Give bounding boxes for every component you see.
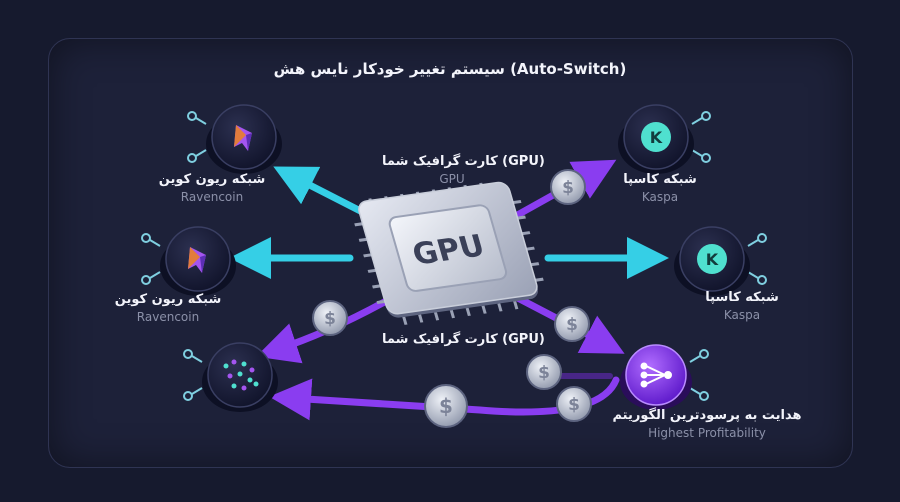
kaspa-top-name-fa: شبکه کاسپا: [623, 172, 697, 187]
ravencoin-top-label: شبکه ریون کوین Ravencoin: [142, 172, 282, 204]
ravencoin-mid-label: شبکه ریون کوین Ravencoin: [98, 292, 238, 324]
svg-text:$: $: [568, 395, 580, 415]
gpu-top-label-en: GPU: [439, 172, 465, 186]
gpu-bottom-label: کارت گرافیک شما (GPU): [382, 332, 545, 347]
ravencoin-icon: [188, 247, 206, 273]
gpu-top-label-fa: کارت گرافیک شما (GPU): [382, 154, 545, 169]
gpu-chip-icon: GPU: [354, 181, 544, 325]
kaspa-mid-label: شبکه کاسپا Kaspa: [682, 290, 802, 322]
profitability-node: [620, 344, 709, 410]
ravencoin-node-top: [187, 104, 282, 174]
svg-text:$: $: [562, 178, 574, 198]
svg-text:$: $: [324, 309, 336, 329]
kaspa-node-mid: K: [674, 226, 767, 296]
algorithm-router-icon: [640, 362, 672, 388]
svg-text:$: $: [439, 394, 453, 418]
kaspa-mid-name-fa: شبکه کاسپا: [705, 290, 779, 305]
profitability-label: هدایت به پرسودترین الگوریتم Highest Prof…: [612, 408, 802, 440]
ravencoin-node-mid: [141, 226, 236, 296]
dollar-coin-icon: $: [554, 306, 590, 342]
nicehash-network-icon: [223, 359, 259, 391]
kaspa-mid-name-en: Kaspa: [723, 308, 761, 322]
kaspa-icon: K: [641, 122, 671, 152]
svg-text:K: K: [650, 128, 663, 147]
dollar-coin-icon: $: [556, 386, 592, 422]
dollar-coin-icon: $: [526, 354, 562, 390]
ravencoin-top-name-en: Ravencoin: [180, 190, 244, 204]
profitability-name-en: Highest Profitability: [648, 426, 766, 440]
kaspa-top-label: شبکه کاسپا Kaspa: [600, 172, 720, 204]
profitability-name-fa: هدایت به پرسودترین الگوریتم: [612, 408, 802, 423]
nicehash-network-node: [183, 342, 278, 412]
ravencoin-mid-name-fa: شبکه ریون کوین: [114, 292, 222, 307]
svg-text:$: $: [566, 315, 578, 335]
dollar-coin-icon: $: [424, 384, 468, 428]
ravencoin-icon: [234, 125, 252, 151]
gpu-top-label: کارت گرافیک شما (GPU) GPU: [382, 154, 545, 186]
svg-text:K: K: [706, 250, 719, 269]
ravencoin-top-name-fa: شبکه ریون کوین: [158, 172, 266, 187]
kaspa-icon: K: [697, 244, 727, 274]
arrow-profitability-to-nicehash: [269, 373, 620, 421]
dollar-coin-icon: $: [312, 300, 348, 336]
dollar-coin-icon: $: [550, 169, 586, 205]
ravencoin-mid-name-en: Ravencoin: [136, 310, 200, 324]
kaspa-top-name-en: Kaspa: [641, 190, 679, 204]
svg-text:$: $: [538, 363, 550, 383]
diagram-title: سیستم تغییر خودکار نایس هش (Auto-Switch): [273, 60, 627, 78]
kaspa-node-top: K: [618, 104, 711, 174]
gpu-bottom-label-fa: کارت گرافیک شما (GPU): [382, 332, 545, 347]
